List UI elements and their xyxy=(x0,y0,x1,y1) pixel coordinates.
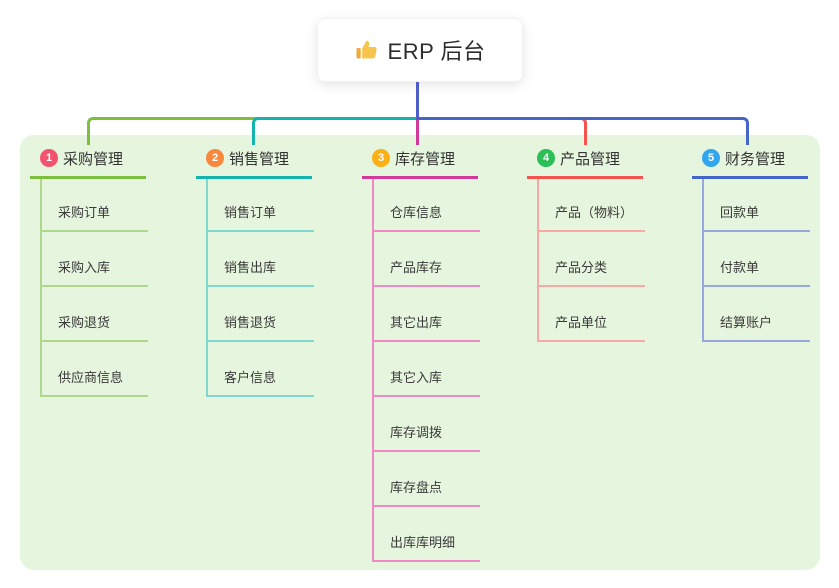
branch-child-spine xyxy=(206,179,208,397)
child-node[interactable]: 库存盘点 xyxy=(372,478,480,507)
child-node[interactable]: 其它出库 xyxy=(372,313,480,342)
branch-child-spine xyxy=(537,179,539,342)
child-node[interactable]: 采购退货 xyxy=(40,313,148,342)
connector-segment xyxy=(416,117,749,145)
branch-child-spine xyxy=(372,179,374,562)
branch-underline xyxy=(692,176,808,179)
child-node[interactable]: 销售订单 xyxy=(206,203,314,232)
branch-node-1[interactable]: 1 采购管理 xyxy=(40,148,123,168)
branch-node-5[interactable]: 5 财务管理 xyxy=(702,148,785,168)
branch-underline xyxy=(30,176,146,179)
child-node[interactable]: 其它入库 xyxy=(372,368,480,397)
branch-title-label: 销售管理 xyxy=(229,150,290,168)
child-node[interactable]: 销售退货 xyxy=(206,313,314,342)
branch-number-badge: 3 xyxy=(372,149,390,167)
root-node-label: ERP 后台 xyxy=(387,39,486,64)
child-node[interactable]: 产品单位 xyxy=(537,313,645,342)
branch-number-badge: 2 xyxy=(206,149,224,167)
branch-number-badge: 4 xyxy=(537,149,555,167)
connector-segment xyxy=(416,82,419,120)
branch-child-spine xyxy=(702,179,704,342)
child-node[interactable]: 采购订单 xyxy=(40,203,148,232)
root-node-erp[interactable]: ERP 后台 xyxy=(317,18,523,82)
branches-background-panel xyxy=(20,135,820,570)
child-node[interactable]: 采购入库 xyxy=(40,258,148,287)
branch-node-3[interactable]: 3 库存管理 xyxy=(372,148,455,168)
child-node[interactable]: 客户信息 xyxy=(206,368,314,397)
branch-node-4[interactable]: 4 产品管理 xyxy=(537,148,620,168)
child-node[interactable]: 供应商信息 xyxy=(40,368,148,397)
child-node[interactable]: 付款单 xyxy=(702,258,810,287)
child-node[interactable]: 出库库明细 xyxy=(372,533,480,562)
branch-title-label: 产品管理 xyxy=(560,150,621,168)
branch-title-label: 财务管理 xyxy=(725,150,786,168)
child-node[interactable]: 产品（物料） xyxy=(537,203,645,232)
thumbs-up-icon xyxy=(355,38,379,62)
branch-child-spine xyxy=(40,179,42,397)
child-node[interactable]: 销售出库 xyxy=(206,258,314,287)
branch-number-badge: 1 xyxy=(40,149,58,167)
branch-title-label: 库存管理 xyxy=(395,150,456,168)
child-node[interactable]: 产品库存 xyxy=(372,258,480,287)
child-node[interactable]: 结算账户 xyxy=(702,313,810,342)
child-node[interactable]: 产品分类 xyxy=(537,258,645,287)
branch-title-label: 采购管理 xyxy=(63,150,124,168)
connector-segment xyxy=(252,117,419,145)
child-node[interactable]: 回款单 xyxy=(702,203,810,232)
child-node[interactable]: 库存调拨 xyxy=(372,423,480,452)
branch-underline xyxy=(362,176,478,179)
branch-number-badge: 5 xyxy=(702,149,720,167)
connector-segment xyxy=(416,118,419,145)
branch-underline xyxy=(196,176,312,179)
branch-node-2[interactable]: 2 销售管理 xyxy=(206,148,289,168)
child-node[interactable]: 仓库信息 xyxy=(372,203,480,232)
branch-underline xyxy=(527,176,643,179)
